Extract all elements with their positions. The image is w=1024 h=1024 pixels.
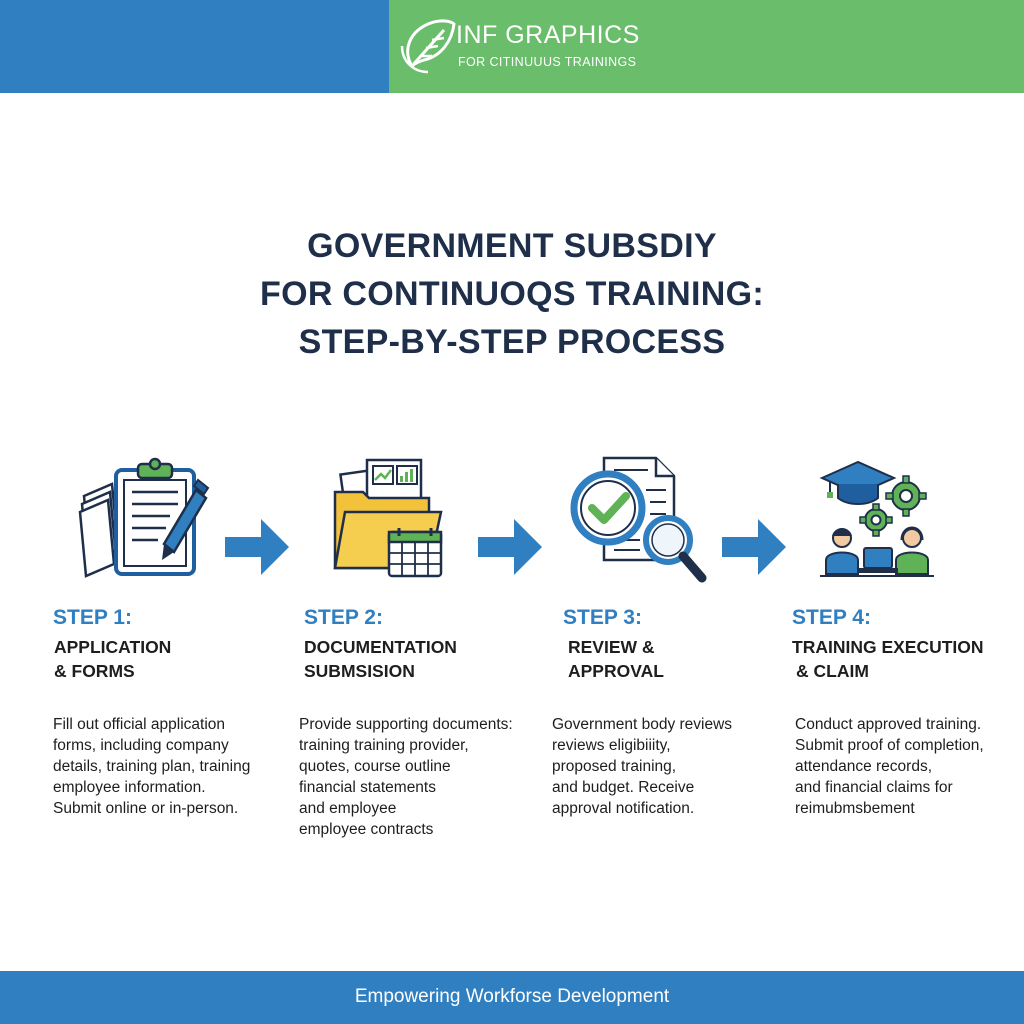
step-2-desc-line: financial statements: [299, 779, 436, 796]
document-checkmark-magnifier-icon: [570, 456, 707, 583]
clipboard-pen-icon: [78, 457, 210, 578]
graduation-gears-people-icon: [819, 460, 934, 577]
leaf-logo-icon: [400, 19, 456, 74]
step-2-number: STEP 2:: [304, 606, 383, 629]
step-4-desc-line: and financial claims for: [795, 779, 953, 796]
arrow-right-icon: [722, 519, 786, 575]
header-blue-panel: [0, 0, 389, 93]
step-2-name-line: SUBMSISION: [304, 661, 415, 681]
step-1-number: STEP 1:: [53, 606, 132, 629]
logo: INF GRAPHICS FOR CITINUUUS TRAININGS: [398, 16, 648, 80]
step-1-name-line: & FORMS: [54, 661, 135, 681]
step-1-name-line: APPLICATION: [54, 637, 172, 657]
step-1-description: Fill out official application forms, inc…: [53, 714, 250, 819]
folder-calendar-icon: [333, 458, 443, 578]
arrow-right-icon: [478, 519, 542, 575]
step-3-desc-line: proposed training,: [552, 758, 677, 775]
step-2-desc-line: quotes, course outline: [299, 758, 451, 775]
step-3-desc-line: Government body reviews: [552, 716, 733, 733]
step-4-desc-line: Submit proof of completion,: [795, 737, 984, 754]
step-2-name: DOCUMENTATION SUBMSISION: [304, 635, 457, 683]
step-3-desc-line: approval notification.: [552, 800, 695, 817]
step-4-desc-line: Conduct approved training.: [795, 716, 982, 733]
title-line-1: GOVERNMENT SUBSDIY: [307, 227, 717, 265]
footer-banner: Empowering Workforse Development: [0, 971, 1024, 1024]
logo-title: INF GRAPHICS: [456, 21, 640, 49]
step-1-desc-line: Fill out official application: [53, 716, 226, 733]
header-banner: INF GRAPHICS FOR CITINUUUS TRAININGS: [0, 0, 1024, 93]
title-line-2: FOR CONTINUOQS TRAINING:: [260, 275, 764, 313]
step-4-name: TRAINING EXECUTION & CLAIM: [792, 635, 984, 683]
logo-subtitle: FOR CITINUUUS TRAININGS: [458, 55, 637, 69]
step-4-name-line: & CLAIM: [796, 661, 869, 681]
step-3-desc-line: and budget. Receive: [552, 779, 695, 796]
step-4-name-line: TRAINING EXECUTION: [792, 637, 984, 657]
step-4-description: Conduct approved training. Submit proof …: [795, 714, 984, 819]
step-2-desc-line: Provide supporting documents:: [299, 716, 513, 733]
step-1-desc-line: employee information.: [53, 779, 206, 796]
step-4-number: STEP 4:: [792, 606, 871, 629]
page-title: GOVERNMENT SUBSDIY FOR CONTINUOQS TRAINI…: [0, 222, 1024, 366]
step-2-desc-line: training training provider,: [299, 737, 469, 754]
title-line-3: STEP-BY-STEP PROCESS: [298, 323, 726, 361]
step-2-description: Provide supporting documents: training t…: [299, 714, 513, 840]
footer-tagline: Empowering Workforse Development: [354, 986, 670, 1007]
step-3-desc-line: reviews eligibiiity,: [552, 737, 671, 754]
step-1-desc-line: Submit online or in-person.: [53, 800, 239, 817]
step-4-desc-line: reimubmsbement: [795, 800, 915, 817]
header-green-panel: [389, 0, 1024, 93]
step-3-name-line: APPROVAL: [568, 661, 664, 681]
step-3-number: STEP 3:: [563, 606, 642, 629]
step-3-name-line: REVIEW &: [568, 637, 655, 657]
step-2-desc-line: and employee: [299, 800, 397, 817]
step-4-desc-line: attendance records,: [795, 758, 933, 775]
step-3-description: Government body reviews reviews eligibii…: [552, 714, 732, 819]
step-1-name: APPLICATION & FORMS: [54, 635, 171, 683]
step-1-desc-line: details, training plan, training: [53, 758, 251, 775]
arrow-right-icon: [225, 519, 289, 575]
step-2-name-line: DOCUMENTATION: [304, 637, 457, 657]
step-3-name: REVIEW & APPROVAL: [568, 635, 664, 683]
step-1-desc-line: forms, including company: [53, 737, 229, 754]
step-2-desc-line: employee contracts: [299, 821, 434, 838]
